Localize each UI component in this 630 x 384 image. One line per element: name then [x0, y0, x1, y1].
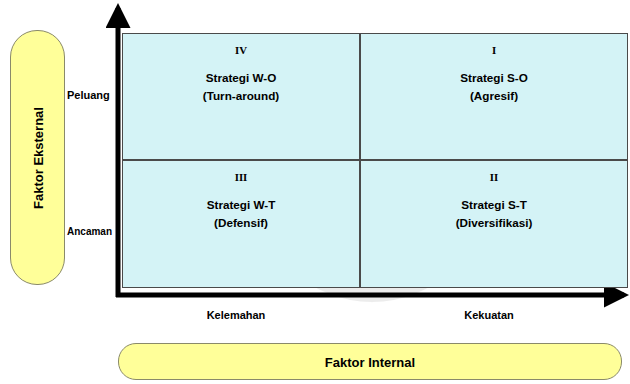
strategy-text: Strategi W-O [123, 70, 359, 86]
axis-title: Faktor Eksternal [30, 107, 45, 209]
y-axis-label: Ancaman [67, 226, 112, 237]
axis-title: Faktor Internal [325, 354, 415, 369]
strategy-text: (Turn-around) [123, 88, 359, 104]
strategy-quadrant: II Strategi S-T (Diversifikasi) [360, 160, 628, 288]
strategy-text: (Diversifikasi) [361, 215, 627, 231]
x-axis-label: Kekuatan [464, 309, 514, 321]
strategy-text: Strategi W-T [123, 197, 359, 213]
strategy-quadrant: I Strategi S-O (Agresif) [360, 33, 628, 160]
strategy-text: (Defensif) [123, 215, 359, 231]
horizontal-axis-band: Faktor Internal [118, 343, 622, 380]
strategy-text: (Agresif) [361, 88, 627, 104]
strategy-quadrant: III Strategi W-T (Defensif) [122, 160, 360, 288]
quadrant-number: III [123, 171, 359, 183]
quadrant-number: I [361, 44, 627, 56]
x-axis-label: Kelemahan [207, 309, 266, 321]
y-axis-label: Peluang [67, 89, 110, 101]
quadrant-number: IV [123, 44, 359, 56]
x-axis [116, 293, 624, 298]
vertical-axis-band: Faktor Eksternal [10, 30, 65, 285]
y-axis [116, 8, 121, 297]
strategy-quadrant: IV Strategi W-O (Turn-around) [122, 33, 360, 160]
strategy-text: Strategi S-O [361, 70, 627, 86]
quadrant-number: II [361, 171, 627, 183]
strategy-text: Strategi S-T [361, 197, 627, 213]
